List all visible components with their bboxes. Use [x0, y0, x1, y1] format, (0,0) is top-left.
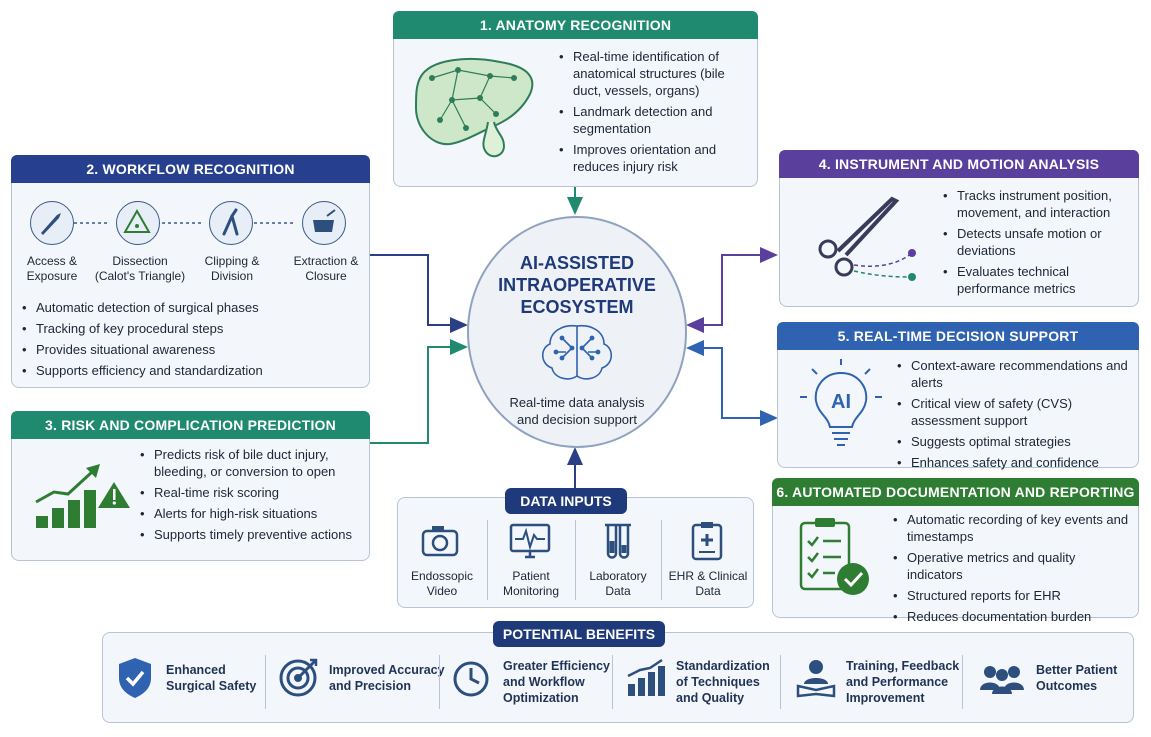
risk-panel: 3. RISK AND COMPLICATION PREDICTION Pred… [11, 411, 370, 561]
instrument-bullets: Tracks instrument position, movement, an… [943, 187, 1133, 301]
anatomy-bullets: Real-time identification of anatomical s… [559, 48, 744, 179]
workflow-step-label: Dissection(Calot's Triangle) [94, 254, 186, 283]
documentation-bullet: Automatic recording of key events and ti… [893, 511, 1133, 545]
anatomy-bullet: Landmark detection and segmentation [559, 103, 744, 137]
clipboard-check-icon [799, 518, 869, 595]
instrument-bullet: Evaluates technical performance metrics [943, 263, 1133, 297]
documentation-title: 6. AUTOMATED DOCUMENTATION AND REPORTING [772, 478, 1139, 506]
anatomy-title: 1. ANATOMY RECOGNITION [393, 11, 758, 39]
scissors-icon [818, 196, 916, 281]
bag-icon [302, 201, 346, 245]
workflow-step-label: Extraction &Closure [293, 254, 359, 283]
decision-bullet: Context-aware recommendations and alerts [897, 357, 1133, 391]
arrow-instrument [686, 247, 778, 333]
target-icon [279, 658, 318, 697]
risk-bullet: Alerts for high-risk situations [140, 505, 358, 522]
workflow-step-connectors [74, 222, 296, 224]
neural-brain-icon [541, 324, 613, 380]
anatomy-bullet: Real-time identification of anatomical s… [559, 48, 744, 99]
benefits-divider [780, 655, 781, 709]
bar-chart-icon [627, 658, 665, 696]
test-tubes-icon [605, 523, 631, 559]
workflow-step-label: Access &Exposure [26, 254, 78, 283]
inputs-divider [661, 520, 662, 600]
workflow-title: 2. WORKFLOW RECOGNITION [11, 155, 370, 183]
workflow-panel: 2. WORKFLOW RECOGNITION Access &Exposure… [11, 155, 370, 388]
documentation-bullets: Automatic recording of key events and ti… [893, 511, 1133, 629]
people-icon [980, 666, 1024, 694]
clock-icon [453, 661, 489, 697]
decision-bullet: Enhances safety and confidence [897, 454, 1133, 471]
workflow-step-label: Clipping &Division [204, 254, 260, 283]
arrow-risk [370, 339, 468, 444]
anatomy-panel: 1. ANATOMY RECOGNITION Real-time identif… [393, 11, 758, 187]
monitor-icon [509, 523, 551, 559]
benefits-divider [962, 655, 963, 709]
instrument-bullet: Tracks instrument position, movement, an… [943, 187, 1133, 221]
risk-title: 3. RISK AND COMPLICATION PREDICTION [11, 411, 370, 439]
arrow-decision [686, 340, 778, 426]
anatomy-bullet: Improves orientation and reduces injury … [559, 141, 744, 175]
triangle-icon [116, 201, 160, 245]
workflow-bullet: Supports efficiency and standardization [22, 362, 362, 379]
instrument-panel: 4. INSTRUMENT AND MOTION ANALYSIS Tracks… [779, 150, 1139, 307]
inputs-divider [575, 520, 576, 600]
rising-chart-warning-icon [35, 464, 130, 528]
workflow-bullet: Automatic detection of surgical phases [22, 299, 362, 316]
risk-bullets: Predicts risk of bile duct injury, bleed… [140, 446, 358, 547]
benefits-title: POTENTIAL BENEFITS [493, 621, 665, 647]
risk-bullet: Predicts risk of bile duct injury, bleed… [140, 446, 358, 480]
workflow-bullet: Tracking of key procedural steps [22, 320, 362, 337]
decision-bullets: Context-aware recommendations and alerts… [897, 357, 1133, 475]
benefits-divider [265, 655, 266, 709]
medical-clipboard-icon [691, 522, 723, 561]
documentation-bullet: Reduces documentation burden [893, 608, 1133, 625]
documentation-bullet: Structured reports for EHR [893, 587, 1133, 604]
risk-bullet: Supports timely preventive actions [140, 526, 358, 543]
instrument-bullet: Detects unsafe motion or deviations [943, 225, 1133, 259]
learner-icon [796, 660, 836, 698]
decision-bullet: Critical view of safety (CVS) assessment… [897, 395, 1133, 429]
documentation-bullet: Operative metrics and quality indicators [893, 549, 1133, 583]
camera-icon [421, 526, 459, 557]
ai-lightbulb-icon: AI [800, 359, 882, 446]
decision-bullet: Suggests optimal strategies [897, 433, 1133, 450]
benefits-divider [612, 655, 613, 709]
clip-icon [209, 201, 253, 245]
data-inputs-title: DATA INPUTS [505, 488, 627, 514]
workflow-bullets: Automatic detection of surgical phases T… [22, 299, 362, 383]
benefits-divider [439, 655, 440, 709]
decision-title: 5. REAL-TIME DECISION SUPPORT [777, 322, 1139, 350]
documentation-panel: 6. AUTOMATED DOCUMENTATION AND REPORTING… [772, 478, 1139, 625]
instrument-title: 4. INSTRUMENT AND MOTION ANALYSIS [779, 150, 1139, 178]
inputs-divider [487, 520, 488, 600]
decision-panel: 5. REAL-TIME DECISION SUPPORT AI Context… [777, 322, 1139, 471]
arrow-workflow [370, 254, 468, 333]
shield-check-icon [119, 658, 151, 698]
scalpel-icon [30, 201, 74, 245]
workflow-bullet: Provides situational awareness [22, 341, 362, 358]
liver-icon [414, 58, 534, 158]
risk-bullet: Real-time risk scoring [140, 484, 358, 501]
svg-text:AI: AI [831, 391, 851, 413]
